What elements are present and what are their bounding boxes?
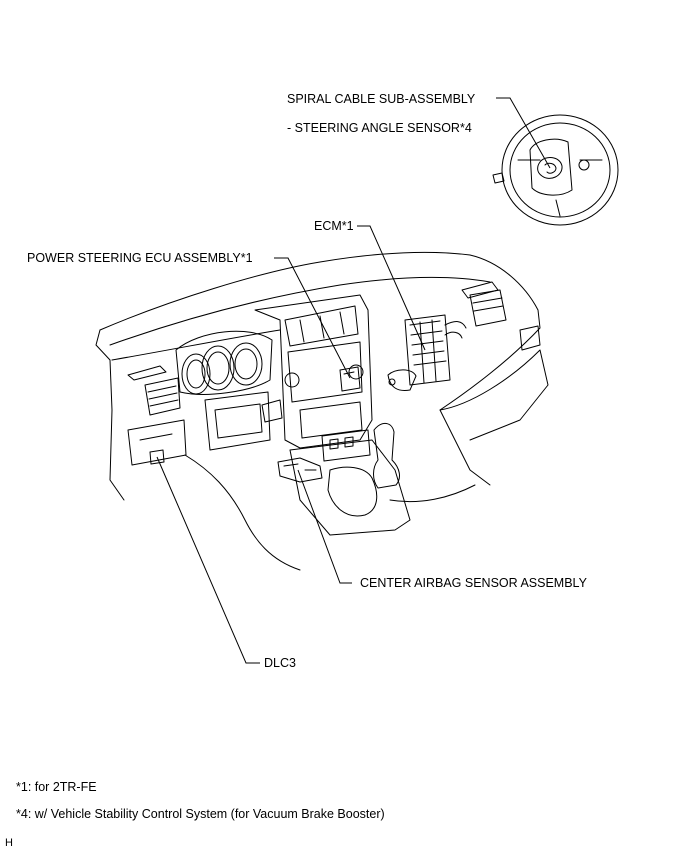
gear-shifter: [373, 423, 400, 489]
center-vents: [284, 305, 359, 347]
left-vent: [144, 377, 181, 416]
footnote-4: *4: w/ Vehicle Stability Control System …: [16, 807, 385, 821]
leader-power-steering: [274, 257, 351, 379]
gauge-right: [229, 342, 263, 386]
ecm-label: ECM*1: [314, 219, 354, 233]
leader-dlc3: [156, 456, 260, 664]
leader-ecm: [357, 225, 426, 351]
center-airbag-label: CENTER AIRBAG SENSOR ASSEMBLY: [360, 576, 587, 590]
dlc3-part: [149, 449, 165, 465]
leader-spiral-cable: [496, 97, 551, 169]
power-steering-ecu-part: [339, 366, 361, 392]
leader-center-airbag: [297, 469, 352, 584]
dashboard-outline: [99, 251, 541, 486]
spiral-cable-label-line1: SPIRAL CABLE SUB-ASSEMBLY: [287, 92, 476, 106]
gauge-center: [201, 345, 235, 391]
dlc3-label: DLC3: [264, 656, 296, 670]
power-steering-ecu-label: POWER STEERING ECU ASSEMBLY*1: [27, 251, 253, 265]
center-stack: [254, 294, 373, 449]
footnote-1: *1: for 2TR-FE: [16, 780, 97, 794]
spiral-cable-label-line2: - STEERING ANGLE SENSOR*4: [287, 121, 472, 135]
ecm-part: [387, 314, 467, 391]
spiral-cable-part: [537, 157, 563, 179]
steering-wheel: [492, 114, 619, 226]
right-vent: [469, 289, 507, 327]
figure-code: H: [5, 837, 13, 849]
center-airbag-part: [277, 457, 323, 483]
